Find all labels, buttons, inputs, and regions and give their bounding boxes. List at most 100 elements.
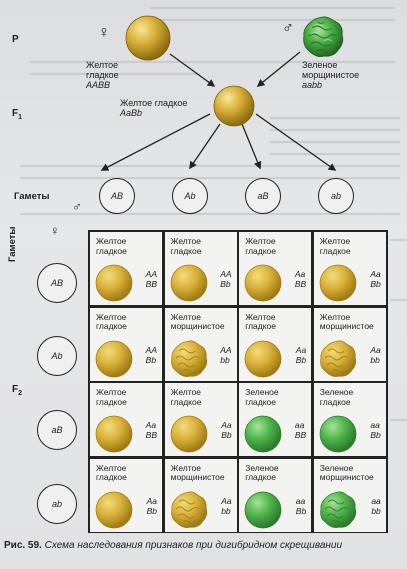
cell-genotype-a: Aa bbox=[370, 344, 381, 355]
cell-phenotype-color: Зеленое bbox=[245, 387, 279, 398]
f1-pea bbox=[213, 85, 255, 127]
cell-genotype-b: bb bbox=[221, 505, 231, 516]
cell-phenotype-shape: гладкое bbox=[245, 472, 277, 483]
yellow-smooth-pea bbox=[95, 415, 133, 453]
cell-genotype-a: aa bbox=[295, 495, 306, 506]
gametes-male-symbol: ♂ bbox=[72, 199, 82, 214]
female-symbol: ♀ bbox=[98, 24, 110, 41]
cell-genotype-b: Bb bbox=[295, 354, 307, 365]
yellow-smooth-pea bbox=[244, 340, 282, 377]
cell-phenotype-shape: гладкое bbox=[245, 321, 277, 332]
cell-phenotype-shape: морщинистое bbox=[170, 472, 225, 483]
cell-phenotype-color: Желтое bbox=[170, 387, 201, 398]
cell-phenotype-color: Желтое bbox=[245, 236, 276, 246]
cell-genotype-b: bb bbox=[370, 354, 380, 365]
gametes-vertical-label: Гаметы bbox=[7, 226, 18, 263]
cell-phenotype-shape: гладкое bbox=[170, 245, 202, 256]
yellow-smooth-pea bbox=[170, 415, 207, 453]
cell-phenotype-color: Желтое bbox=[96, 236, 127, 246]
cell-phenotype-shape: гладкое bbox=[319, 396, 351, 407]
cell-phenotype-shape: гладкое bbox=[245, 245, 277, 256]
green-smooth-pea bbox=[319, 415, 357, 453]
cell-phenotype-color: Желтое bbox=[96, 311, 127, 322]
cell-phenotype-shape: гладкое bbox=[96, 472, 127, 483]
cell-genotype-a: Aa bbox=[294, 269, 306, 279]
cell-phenotype-color: Желтое bbox=[170, 462, 201, 473]
yellow-wrinkled-pea bbox=[170, 340, 207, 377]
female-gamete-ab-mixed: Ab bbox=[37, 336, 77, 376]
cell-phenotype-shape: гладкое bbox=[96, 245, 127, 256]
cell-genotype-a: AA bbox=[145, 344, 157, 355]
cell-phenotype-color: Желтое bbox=[245, 311, 276, 322]
label-f2: F2 bbox=[12, 384, 23, 397]
cell-phenotype-shape: морщинистое bbox=[319, 472, 374, 483]
cell-genotype-a: Aa bbox=[370, 269, 381, 279]
cell-phenotype-shape: гладкое bbox=[96, 321, 127, 332]
cell-phenotype-color: Желтое bbox=[170, 236, 201, 246]
cell-phenotype-color: Желтое bbox=[96, 462, 127, 473]
green-smooth-pea bbox=[244, 491, 282, 529]
cell-phenotype-color: Желтое bbox=[96, 387, 127, 398]
cell-genotype-b: Bb bbox=[370, 430, 381, 441]
male-gamete-ab-mixed: Ab bbox=[172, 178, 208, 214]
caption-number: Рис. 59. bbox=[4, 540, 42, 551]
figure-caption: Рис. 59. Схема наследования признаков пр… bbox=[4, 540, 342, 551]
male-gamete-ab-lower: ab bbox=[318, 178, 354, 214]
cell-genotype-b: bb bbox=[220, 354, 230, 365]
cell-genotype-b: BB bbox=[145, 430, 157, 441]
cell-genotype-a: aa bbox=[370, 420, 380, 431]
male-symbol: ♂ bbox=[282, 20, 294, 37]
cell-genotype-a: aa bbox=[371, 495, 381, 506]
label-f1: F1 bbox=[12, 108, 23, 121]
cell-phenotype-shape: гладкое bbox=[96, 396, 127, 407]
cell-phenotype-color: Желтое bbox=[170, 311, 201, 322]
cell-phenotype-color: Желтое bbox=[319, 311, 351, 322]
cell-phenotype-shape: морщинистое bbox=[170, 321, 225, 332]
gametes-female-symbol: ♀ bbox=[50, 223, 60, 238]
yellow-smooth-pea bbox=[95, 340, 133, 377]
cell-phenotype-shape: морщинистое bbox=[319, 321, 374, 332]
cell-genotype-a: Aa bbox=[295, 344, 307, 355]
cell-genotype-b: Bb bbox=[220, 279, 231, 289]
female-gamete-ab-lower-upper: aB bbox=[37, 410, 77, 450]
parent-female-pea bbox=[125, 15, 171, 61]
cell-genotype-b: BB bbox=[145, 279, 157, 289]
parent-male-label: Зеленое морщинистое aabb bbox=[302, 60, 360, 90]
yellow-wrinkled-pea bbox=[320, 340, 356, 377]
cell-genotype-b: BB bbox=[294, 279, 307, 289]
f1-label: Желтое гладкое AaBb bbox=[120, 98, 188, 118]
